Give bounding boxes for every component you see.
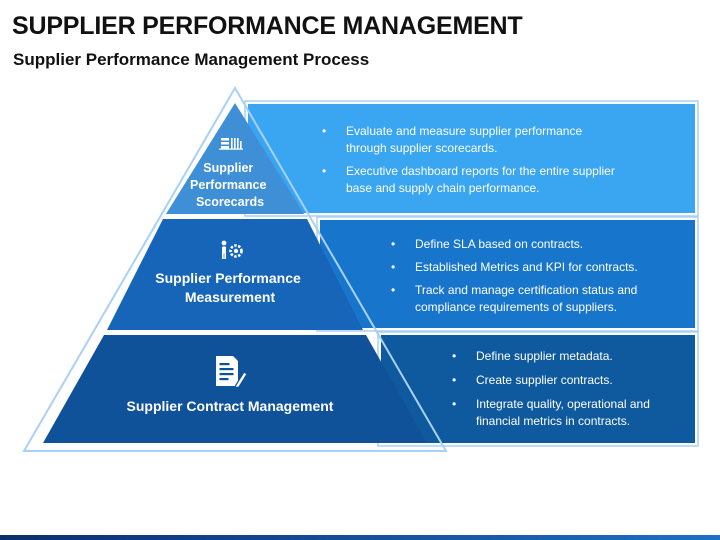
bullet-dot: •	[391, 237, 395, 251]
tier-1-label: Supplier Performance Scorecards	[190, 161, 270, 209]
bullet-dot: •	[452, 349, 456, 363]
panel-1-bullet-1-line-2: through supplier scorecards.	[346, 141, 497, 155]
panel-3-bullet-3-line-2: financial metrics in contracts.	[476, 414, 630, 428]
panel-3-bullet-1: Define supplier metadata.	[476, 349, 613, 363]
panel-2-bullet-3-line-1: Track and manage certification status an…	[415, 283, 637, 297]
panel-3	[377, 331, 699, 447]
bullet-dot: •	[322, 124, 326, 138]
tier-2-label-line-1: Supplier Performance	[155, 270, 301, 286]
tier-1-label-line-3: Scorecards	[196, 195, 264, 209]
panel-3-bullet-3: Integrate quality, operational and finan…	[476, 397, 653, 428]
bullet-dot: •	[391, 283, 395, 297]
bullet-dot: •	[322, 164, 326, 178]
panel-1-bullet-2-line-1: Executive dashboard reports for the enti…	[346, 164, 615, 178]
panel-2-bullet-2-line-1: Established Metrics and KPI for contract…	[415, 260, 638, 274]
panel-2	[316, 216, 699, 332]
bullet-dot: •	[452, 397, 456, 411]
panel-1-fill	[248, 104, 695, 213]
panel-1	[244, 100, 699, 217]
panel-1-bullet-1: Evaluate and measure supplier performanc…	[346, 124, 585, 155]
pyramid-tier-2	[107, 219, 363, 330]
scorecard-chart-icon	[219, 138, 243, 150]
panel-1-bullet-2-line-2: base and supply chain performance.	[346, 181, 539, 195]
tier-3-label-line-1: Supplier Contract Management	[127, 398, 334, 414]
panel-2-bullet-1-line-1: Define SLA based on contracts.	[415, 237, 583, 251]
panel-2-bullet-3-line-2: compliance requirements of suppliers.	[415, 300, 617, 314]
panel-2-bullets: • Define SLA based on contracts. • Estab…	[391, 237, 641, 314]
tier-2-label-line-2: Measurement	[185, 289, 276, 305]
panel-2-bullet-2: Established Metrics and KPI for contract…	[415, 260, 638, 274]
tier-3-label: Supplier Contract Management	[127, 398, 334, 414]
measurement-person-icon	[221, 240, 243, 259]
contract-document-icon	[216, 356, 248, 389]
panel-2-bullet-1: Define SLA based on contracts.	[415, 237, 583, 251]
panel-3-bullet-3-line-1: Integrate quality, operational and	[476, 397, 650, 411]
bullet-dot: •	[452, 373, 456, 387]
panel-1-bullets: • Evaluate and measure supplier performa…	[322, 124, 618, 195]
panel-3-bullet-2: Create supplier contracts.	[476, 373, 613, 387]
panel-3-bullet-2-line-1: Create supplier contracts.	[476, 373, 613, 387]
tier-1-label-line-2: Performance	[190, 178, 266, 192]
bullet-dot: •	[391, 260, 395, 274]
panel-3-bullets: • Define supplier metadata. • Create sup…	[452, 349, 653, 428]
panel-1-bullet-2: Executive dashboard reports for the enti…	[346, 164, 618, 195]
panel-2-fill	[320, 220, 695, 328]
pyramid-tier-3	[43, 335, 427, 443]
panel-3-fill	[381, 335, 695, 443]
page-title: SUPPLIER PERFORMANCE MANAGEMENT	[12, 12, 523, 40]
pyramid-tier-1	[166, 103, 304, 214]
page-subtitle: Supplier Performance Management Process	[13, 50, 370, 69]
pyramid-outline	[22, 86, 448, 452]
panel-1-bullet-1-line-1: Evaluate and measure supplier performanc…	[346, 124, 582, 138]
tier-2-label: Supplier Performance Measurement	[155, 270, 304, 305]
panel-2-bullet-3: Track and manage certification status an…	[415, 283, 641, 314]
tier-1-label-line-1: Supplier	[203, 161, 253, 175]
bottom-accent-bar	[0, 535, 720, 540]
panel-3-bullet-1-line-1: Define supplier metadata.	[476, 349, 613, 363]
